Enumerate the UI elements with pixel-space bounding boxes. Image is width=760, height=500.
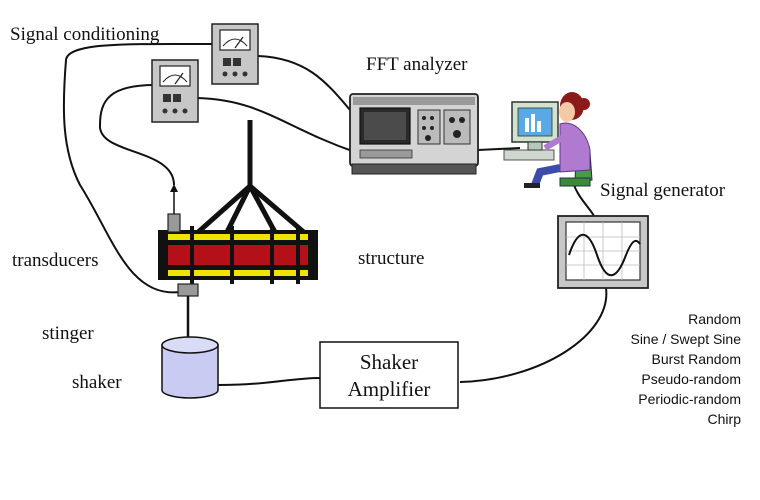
label-structure: structure [358,248,424,269]
excitation-type-item: Pseudo-random [641,371,741,387]
excitation-type-list: Random Sine / Swept Sine Burst Random Ps… [630,311,741,427]
label-signal-generator: Signal generator [600,180,726,201]
wiring [62,42,608,386]
excitation-type-item: Periodic-random [638,391,741,407]
oscilloscope-icon [349,93,479,175]
structure-frame [158,120,318,284]
amplifier-label-line1: Shaker [360,350,418,374]
label-shaker: shaker [72,372,122,393]
label-fft-analyzer: FFT analyzer [366,54,468,75]
computer-user-icon [503,92,593,188]
excitation-type-item: Random [688,311,741,327]
excitation-type-item: Sine / Swept Sine [630,331,741,347]
label-stinger: stinger [42,323,94,344]
signal-generator-icon [557,215,649,289]
label-signal-conditioning: Signal conditioning [10,24,160,45]
shaker-body [161,336,219,399]
transducer-lower [177,283,199,297]
meter-icon [211,23,259,85]
label-transducers: transducers [12,250,99,271]
transducer-upper [167,184,181,233]
excitation-type-item: Burst Random [652,351,741,367]
amplifier-label-line2: Amplifier [348,377,431,401]
shaker-amplifier-box [319,341,459,409]
excitation-type-item: Chirp [708,411,742,427]
meter-icon [151,59,199,123]
